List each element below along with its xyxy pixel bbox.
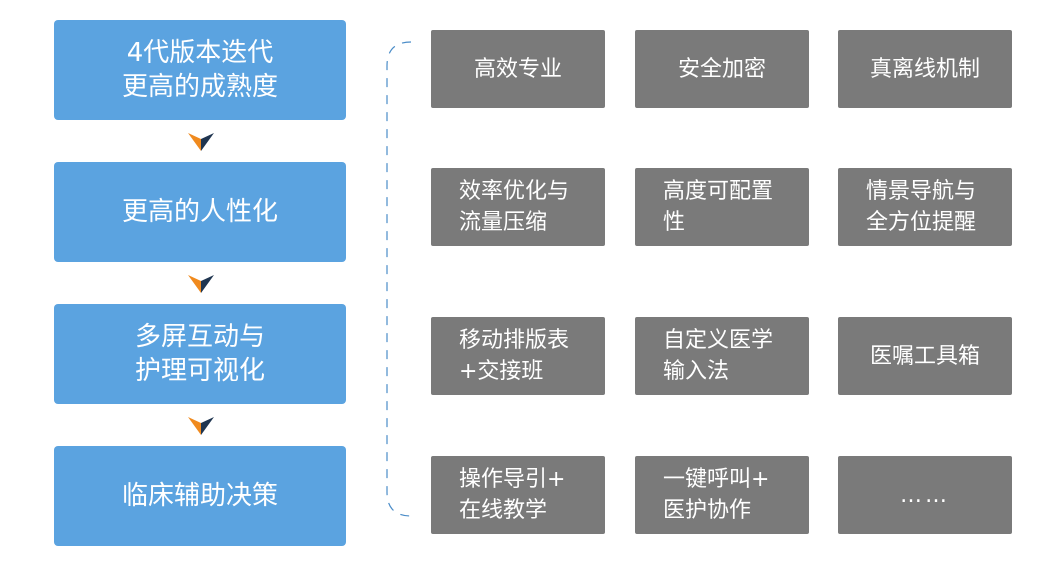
stage-box-version-iteration: 4代版本迭代 更高的成熟度 [54,20,346,120]
feature-box: 效率优化与 流量压缩 [431,168,605,246]
feature-label: 移动排版表 +交接班 [459,328,570,384]
down-arrow-icon [188,417,214,435]
feature-box: 高效专业 [431,30,605,108]
feature-box: 自定义医学 输入法 [635,317,809,395]
feature-box: 真离线机制 [838,30,1012,108]
feature-box: 操作导引+ 在线教学 [431,456,605,534]
stage-box-multiscreen: 多屏互动与 护理可视化 [54,304,346,404]
feature-label: 安全加密 [677,56,766,82]
feature-box: 医嘱工具箱 [838,317,1012,395]
stage-label: 临床辅助决策 [121,481,278,511]
stage-label: 多屏互动与 护理可视化 [134,322,265,386]
feature-box: 安全加密 [635,30,809,108]
feature-box-more: …… [838,456,1012,534]
ellipsis-label: …… [900,482,950,508]
feature-box: 高度可配置 性 [635,168,809,246]
stage-box-humanization: 更高的人性化 [54,162,346,262]
down-arrow-icon [188,133,214,151]
feature-label: 医嘱工具箱 [869,343,980,369]
feature-label: 高度可配置 性 [663,179,774,235]
feature-label: 高效专业 [473,56,562,82]
feature-label: 一键呼叫+ 医护协作 [663,467,770,523]
feature-label: 情景导航与 全方位提醒 [866,179,977,235]
feature-label: 自定义医学 输入法 [663,328,774,384]
feature-label: 真离线机制 [869,56,980,82]
feature-box: 移动排版表 +交接班 [431,317,605,395]
feature-label: 效率优化与 流量压缩 [459,179,570,235]
dashed-bracket [386,41,412,517]
down-arrow-icon [188,275,214,293]
stage-label: 4代版本迭代 更高的成熟度 [121,38,278,102]
stage-label: 更高的人性化 [121,197,278,227]
stage-box-clinical-decision: 临床辅助决策 [54,446,346,546]
feature-box: 一键呼叫+ 医护协作 [635,456,809,534]
feature-label: 操作导引+ 在线教学 [459,467,566,523]
feature-box: 情景导航与 全方位提醒 [838,168,1012,246]
